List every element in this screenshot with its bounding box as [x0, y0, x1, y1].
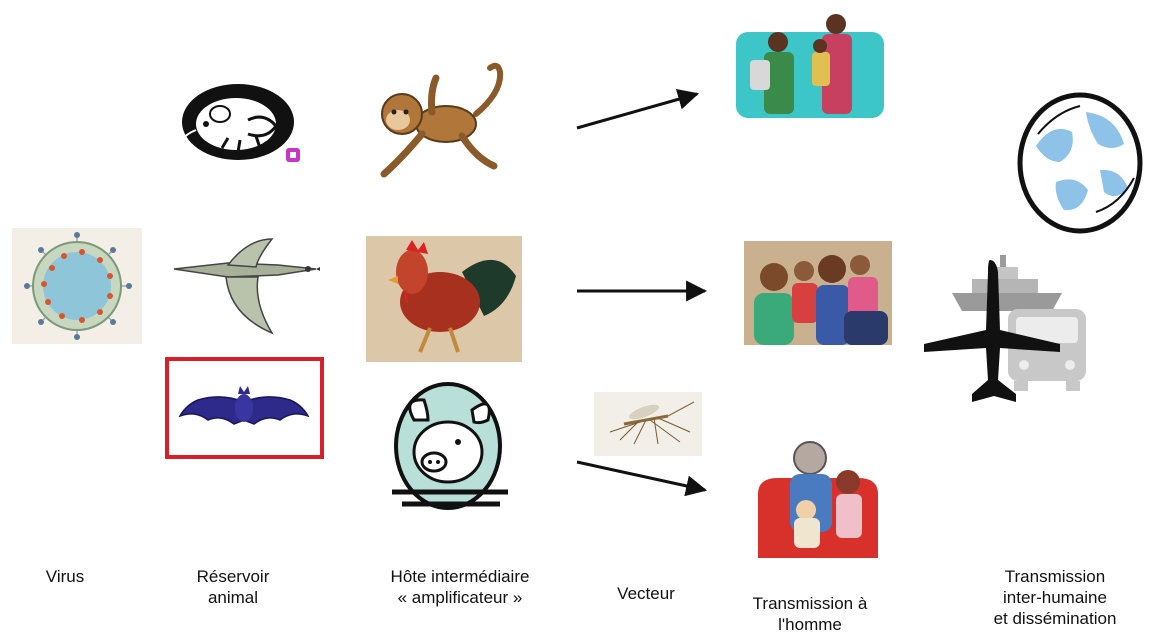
label-virus: Virus: [25, 566, 105, 587]
label-vector: Vecteur: [598, 583, 694, 604]
arrow-to-grandfather: [577, 462, 705, 490]
label-reservoir: Réservoir animal: [178, 566, 288, 608]
label-human-transmission: Transmission à l'homme: [730, 593, 890, 635]
label-intermediate-host: Hôte intermédiaire « amplificateur »: [370, 566, 550, 608]
arrow-to-mothers: [577, 94, 697, 128]
label-spread: Transmission inter-humaine et disséminat…: [975, 566, 1135, 629]
